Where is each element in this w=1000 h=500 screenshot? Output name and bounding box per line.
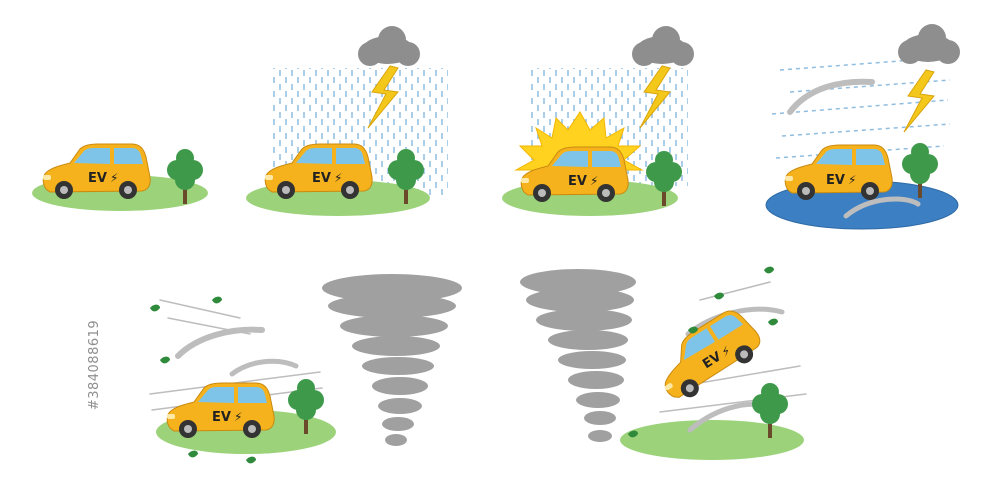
- wind-icon: [787, 78, 875, 115]
- scene-flood: EV ⚡: [765, 24, 960, 230]
- leaf-icon: [768, 318, 778, 326]
- lightning-icon: [903, 69, 935, 133]
- leaf-icon: [212, 296, 222, 304]
- car-badge: EV: [212, 410, 231, 425]
- scene-tornado-approach: EV ⚡: [149, 274, 462, 464]
- lightning-icon: ⚡: [334, 171, 342, 185]
- grass-patch: [620, 420, 804, 460]
- lightning-icon: ⚡: [848, 173, 856, 187]
- scene-tornado-lift: EV ⚡: [520, 266, 807, 460]
- leaf-icon: [714, 292, 724, 300]
- tornado-icon: [322, 274, 462, 446]
- leaf-icon: [160, 356, 170, 364]
- car-badge: EV: [88, 171, 107, 186]
- lightning-icon: ⚡: [234, 410, 242, 424]
- car-badge: EV: [826, 173, 845, 188]
- scene-rain-lightning: EV ⚡: [246, 26, 448, 216]
- cloud-icon: [632, 26, 694, 66]
- lightning-icon: ⚡: [590, 174, 598, 188]
- leaf-icon: [764, 266, 774, 274]
- lightning-icon: ⚡: [110, 171, 118, 185]
- tornado-icon: [520, 269, 636, 442]
- leaf-icon: [246, 456, 256, 464]
- scene-lightning-strike: EV ⚡: [502, 26, 694, 216]
- cloud-icon: [898, 24, 960, 64]
- cloud-icon: [358, 26, 420, 66]
- car-badge: EV: [568, 174, 587, 189]
- tilted-car: EV ⚡: [647, 303, 769, 408]
- car-badge: EV: [312, 171, 331, 186]
- wind-icon: [843, 196, 921, 219]
- stock-id-label: #384088619: [87, 319, 102, 411]
- leaf-icon: [188, 450, 198, 458]
- leaf-icon: [150, 304, 160, 312]
- scene-parked: EV ⚡: [32, 143, 208, 211]
